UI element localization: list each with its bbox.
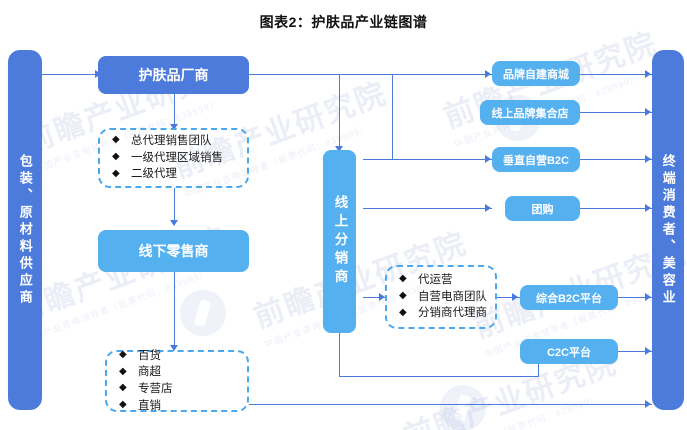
operators-list: ◆代运营 ◆自营电商团队 ◆分销商代理商 [399, 272, 487, 322]
arrowhead [335, 146, 343, 152]
connector-upstream-to-manufacturer [42, 74, 98, 76]
connector-channel-to-downstream [580, 74, 652, 76]
channel-box-c2c[interactable]: C2C平台 [520, 339, 618, 364]
manufacturer-box[interactable]: 护肤品厂商 [98, 56, 249, 94]
connector-channel-to-downstream [580, 208, 652, 210]
diamond-bullet-icon: ◆ [112, 167, 120, 179]
channel-label: 垂直自营B2C [502, 154, 569, 167]
list-item: ◆分销商代理商 [399, 306, 487, 320]
channel-box-group-buy[interactable]: 团购 [505, 196, 580, 221]
connector-distributor-down [339, 333, 341, 377]
arrowhead [645, 155, 651, 163]
arrowhead [485, 70, 491, 78]
connector-channel-to-downstream [618, 297, 652, 299]
channel-label: 团购 [531, 203, 554, 216]
arrowhead [170, 124, 178, 130]
channel-label: C2C平台 [546, 346, 591, 359]
agents-box[interactable]: ◆总代理销售团队 ◆一级代理区域销售 ◆二级代理 [98, 128, 249, 188]
connector-distributor-to-c2c [339, 376, 539, 378]
connector-manufacturer-to-agents [174, 94, 176, 128]
connector-agents-to-offline-retailer [174, 188, 176, 224]
list-item: ◆代运营 [399, 273, 453, 286]
diamond-bullet-icon: ◆ [112, 134, 120, 146]
arrowhead [512, 293, 518, 301]
connector-channel-to-downstream [580, 112, 652, 114]
connector-distributor-to-groupbuy [363, 208, 492, 210]
upstream-bar[interactable]: 包装、原材料供应商 [8, 50, 42, 410]
downstream-label: 终端消费者、美容业 [660, 153, 676, 307]
online-distributor-box[interactable]: 线上分销商 [323, 150, 356, 333]
arrowhead [645, 70, 651, 78]
list-item: ◆直销 [119, 399, 161, 412]
connector-offline-to-downstream [249, 404, 652, 406]
watermark-logo [180, 290, 226, 336]
list-item: ◆商超 [119, 365, 161, 379]
connector-channel-to-downstream [618, 351, 652, 353]
offline-channels-box[interactable]: ◆百货 ◆商超 ◆专营店 ◆直销 [105, 348, 249, 415]
arrowhead [170, 345, 178, 351]
list-item: ◆一级代理区域销售 [112, 151, 223, 164]
list-item: ◆总代理销售团队 [112, 134, 212, 147]
page-title: 图表2：护肤品产业链图谱 [259, 14, 428, 30]
channel-label: 品牌自建商城 [503, 68, 569, 81]
list-item: ◆自营电商团队 [399, 290, 487, 303]
manufacturer-label: 护肤品厂商 [138, 67, 209, 83]
diamond-bullet-icon: ◆ [119, 382, 127, 394]
channel-box-brand-mall[interactable]: 品牌自建商城 [492, 61, 580, 86]
downstream-bar[interactable]: 终端消费者、美容业 [652, 50, 684, 410]
connector-channel-to-downstream [580, 159, 652, 161]
connector-trunk-vertical [392, 74, 394, 160]
list-item: ◆百货 [119, 348, 161, 362]
connector-c2c-riser [538, 362, 540, 377]
arrowhead [645, 204, 651, 212]
connector-distributor-to-operators [363, 297, 387, 299]
connector-manufacturer-to-online-distributor [339, 74, 341, 150]
channel-box-online-brand-store[interactable]: 线上品牌集合店 [480, 100, 580, 125]
diamond-bullet-icon: ◆ [119, 365, 127, 377]
connector-offline-retailer-to-channels [174, 272, 176, 350]
diamond-bullet-icon: ◆ [399, 290, 407, 301]
channel-box-vertical-b2c[interactable]: 垂直自营B2C [492, 147, 580, 172]
agents-list: ◆总代理销售团队 ◆一级代理区域销售 ◆二级代理 [112, 133, 239, 183]
channel-box-integrated-b2c[interactable]: 综合B2C平台 [520, 285, 618, 310]
connector-manufacturer-trunk [249, 74, 492, 76]
arrowhead [645, 400, 651, 408]
arrowhead [645, 108, 651, 116]
arrowhead [485, 204, 491, 212]
offline-channels-list: ◆百货 ◆商超 ◆专营店 ◆直销 [119, 348, 239, 415]
diamond-bullet-icon: ◆ [399, 306, 407, 318]
list-item: ◆专营店 [119, 382, 173, 395]
channel-label: 线上品牌集合店 [491, 107, 569, 120]
channel-label: 综合B2C平台 [535, 292, 602, 305]
watermark-logo [440, 385, 486, 430]
operators-box[interactable]: ◆代运营 ◆自营电商团队 ◆分销商代理商 [385, 265, 497, 329]
arrowhead [645, 293, 651, 301]
arrowhead [645, 347, 651, 355]
diamond-bullet-icon: ◆ [119, 399, 127, 410]
offline-retailer-box[interactable]: 线下零售商 [98, 230, 249, 272]
connector-operators-to-b2c [496, 297, 520, 299]
arrowhead [379, 293, 385, 301]
diamond-bullet-icon: ◆ [119, 348, 127, 360]
offline-retailer-label: 线下零售商 [138, 243, 209, 259]
arrowhead [170, 220, 178, 226]
upstream-label: 包装、原材料供应商 [17, 153, 33, 307]
online-distributor-label: 线上分销商 [332, 195, 348, 288]
diamond-bullet-icon: ◆ [112, 151, 120, 162]
list-item: ◆二级代理 [112, 167, 177, 181]
diamond-bullet-icon: ◆ [399, 273, 407, 285]
connector-distributor-to-verticalb2c [363, 159, 492, 161]
